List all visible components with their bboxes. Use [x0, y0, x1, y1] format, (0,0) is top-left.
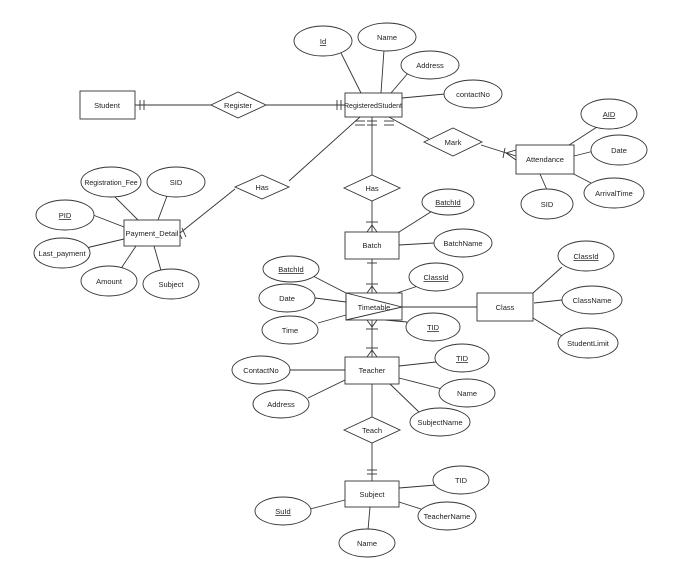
attr-rs-contact[interactable]: contactNo [443, 79, 503, 109]
attr-rs-id[interactable]: Id [293, 25, 353, 57]
relationship-mark[interactable]: Mark [422, 127, 484, 157]
connector-lines [85, 49, 598, 531]
attr-s-teachername-label: TeacherName [424, 512, 471, 521]
attr-tt-date-label: Date [279, 294, 295, 303]
attr-rs-name-label: Name [377, 33, 397, 42]
relationship-mark-label: Mark [445, 138, 462, 147]
entity-payment-detail[interactable]: Payment_Detail [123, 219, 181, 247]
attr-rs-name[interactable]: Name [357, 22, 417, 52]
attr-class-limit[interactable]: StudentLimit [557, 327, 619, 359]
attr-s-teachername[interactable]: TeacherName [417, 501, 477, 531]
attr-t-subjectname-label: SubjectName [417, 418, 462, 427]
attr-batch-name-label: BatchName [443, 239, 482, 248]
relationship-has-batch-label: Has [365, 184, 379, 193]
attr-tt-batchid[interactable]: BatchId [262, 255, 320, 283]
attr-t-address-label: Address [267, 400, 295, 409]
relationship-register[interactable]: Register [209, 91, 268, 119]
entity-teacher-label: Teacher [359, 366, 386, 375]
attr-rs-id-label: Id [320, 37, 326, 46]
entity-student[interactable]: Student [79, 90, 136, 120]
attr-tt-time-label: Time [282, 326, 298, 335]
attr-tt-date[interactable]: Date [258, 283, 316, 313]
attr-pay-last-label: Last_payment [38, 249, 86, 258]
entity-payment-detail-label: Payment_Detail [126, 229, 179, 238]
entity-registered-student-label: RegisteredStudent [344, 103, 402, 110]
attr-pay-sid[interactable]: SID [146, 166, 206, 198]
entity-attendance[interactable]: Attendance [515, 144, 575, 175]
attr-class-name[interactable]: ClassName [561, 285, 623, 315]
attr-tt-tid-label: TID [427, 323, 440, 332]
attr-pay-subject-label: Subject [158, 280, 184, 289]
attr-pay-subject[interactable]: Subject [142, 268, 200, 300]
attr-s-name[interactable]: Name [338, 528, 396, 558]
attr-s-tid-label: TID [455, 476, 468, 485]
attr-rs-contact-label: contactNo [456, 90, 490, 99]
attr-tt-classid[interactable]: ClassId [408, 262, 464, 292]
attr-t-tid[interactable]: TID [434, 343, 490, 373]
relationships: Register Mark Has Has Teach [209, 91, 484, 444]
attr-class-id[interactable]: ClassId [557, 240, 615, 272]
attr-pay-pid[interactable]: PID [35, 199, 95, 231]
attr-tt-batchid-label: BatchId [278, 265, 303, 274]
entity-registered-student[interactable]: RegisteredStudent [344, 92, 403, 118]
attr-tt-tid[interactable]: TID [405, 312, 461, 342]
relationship-has-payment-label: Has [255, 183, 269, 192]
entity-attendance-label: Attendance [526, 155, 564, 164]
attr-att-aid-label: AID [603, 110, 616, 119]
entity-teacher[interactable]: Teacher [344, 356, 400, 385]
relationship-register-label: Register [224, 101, 252, 110]
entities: Student RegisteredStudent Attendance Pay… [79, 90, 575, 508]
attr-pay-pid-label: PID [59, 211, 72, 220]
entity-subject[interactable]: Subject [344, 480, 400, 508]
attributes: Id Name Address contactNo AID Date Arriv… [33, 22, 648, 558]
attr-tt-classid-label: ClassId [423, 273, 448, 282]
attr-att-date-label: Date [611, 146, 627, 155]
entity-student-label: Student [94, 101, 121, 110]
attr-batch-id[interactable]: BatchId [421, 188, 475, 216]
relationship-has-payment[interactable]: Has [233, 174, 291, 200]
relationship-teach[interactable]: Teach [342, 416, 402, 444]
attr-batch-id-label: BatchId [435, 198, 460, 207]
attr-tt-time[interactable]: Time [261, 315, 319, 345]
attr-s-suid[interactable]: SuId [254, 496, 312, 526]
attr-s-suid-label: SuId [275, 507, 290, 516]
attr-t-subjectname[interactable]: SubjectName [409, 407, 471, 437]
attr-att-arrival-label: ArrivalTime [595, 189, 633, 198]
attr-s-name-label: Name [357, 539, 377, 548]
attr-pay-amount[interactable]: Amount [80, 265, 138, 297]
attr-att-arrival[interactable]: ArrivalTime [583, 177, 645, 209]
entity-subject-label: Subject [359, 490, 385, 499]
attr-class-name-label: ClassName [573, 296, 612, 305]
attr-batch-name[interactable]: BatchName [433, 228, 493, 258]
attr-att-aid[interactable]: AID [580, 98, 638, 130]
entity-class[interactable]: Class [476, 292, 534, 322]
attr-t-contact-label: ContactNo [243, 366, 278, 375]
attr-pay-last[interactable]: Last_payment [33, 237, 91, 269]
attr-pay-amount-label: Amount [96, 277, 123, 286]
attr-rs-address-label: Address [416, 61, 444, 70]
attr-t-name[interactable]: Name [438, 378, 496, 408]
attr-att-date[interactable]: Date [590, 134, 648, 166]
entity-batch-label: Batch [362, 241, 381, 250]
entity-timetable[interactable]: Timetable [345, 292, 403, 321]
entity-timetable-label: Timetable [358, 303, 391, 312]
relationship-has-batch[interactable]: Has [342, 174, 402, 202]
attr-pay-fee-label: Registration_Fee [84, 180, 137, 187]
attr-t-address[interactable]: Address [252, 389, 310, 419]
relationship-teach-label: Teach [362, 426, 382, 435]
attr-rs-address[interactable]: Address [400, 50, 460, 80]
attr-class-limit-label: StudentLimit [567, 339, 610, 348]
attr-t-name-label: Name [457, 389, 477, 398]
attr-att-sid[interactable]: SID [520, 188, 574, 220]
attr-s-tid[interactable]: TID [432, 465, 490, 495]
attr-pay-fee[interactable]: Registration_Fee [80, 166, 142, 198]
attr-t-contact[interactable]: ContactNo [231, 355, 291, 385]
attr-class-id-label: ClassId [573, 252, 598, 261]
attr-t-tid-label: TID [456, 354, 469, 363]
entity-batch[interactable]: Batch [344, 231, 400, 260]
attr-pay-sid-label: SID [170, 178, 183, 187]
attr-att-sid-label: SID [541, 200, 554, 209]
entity-class-label: Class [496, 303, 515, 312]
